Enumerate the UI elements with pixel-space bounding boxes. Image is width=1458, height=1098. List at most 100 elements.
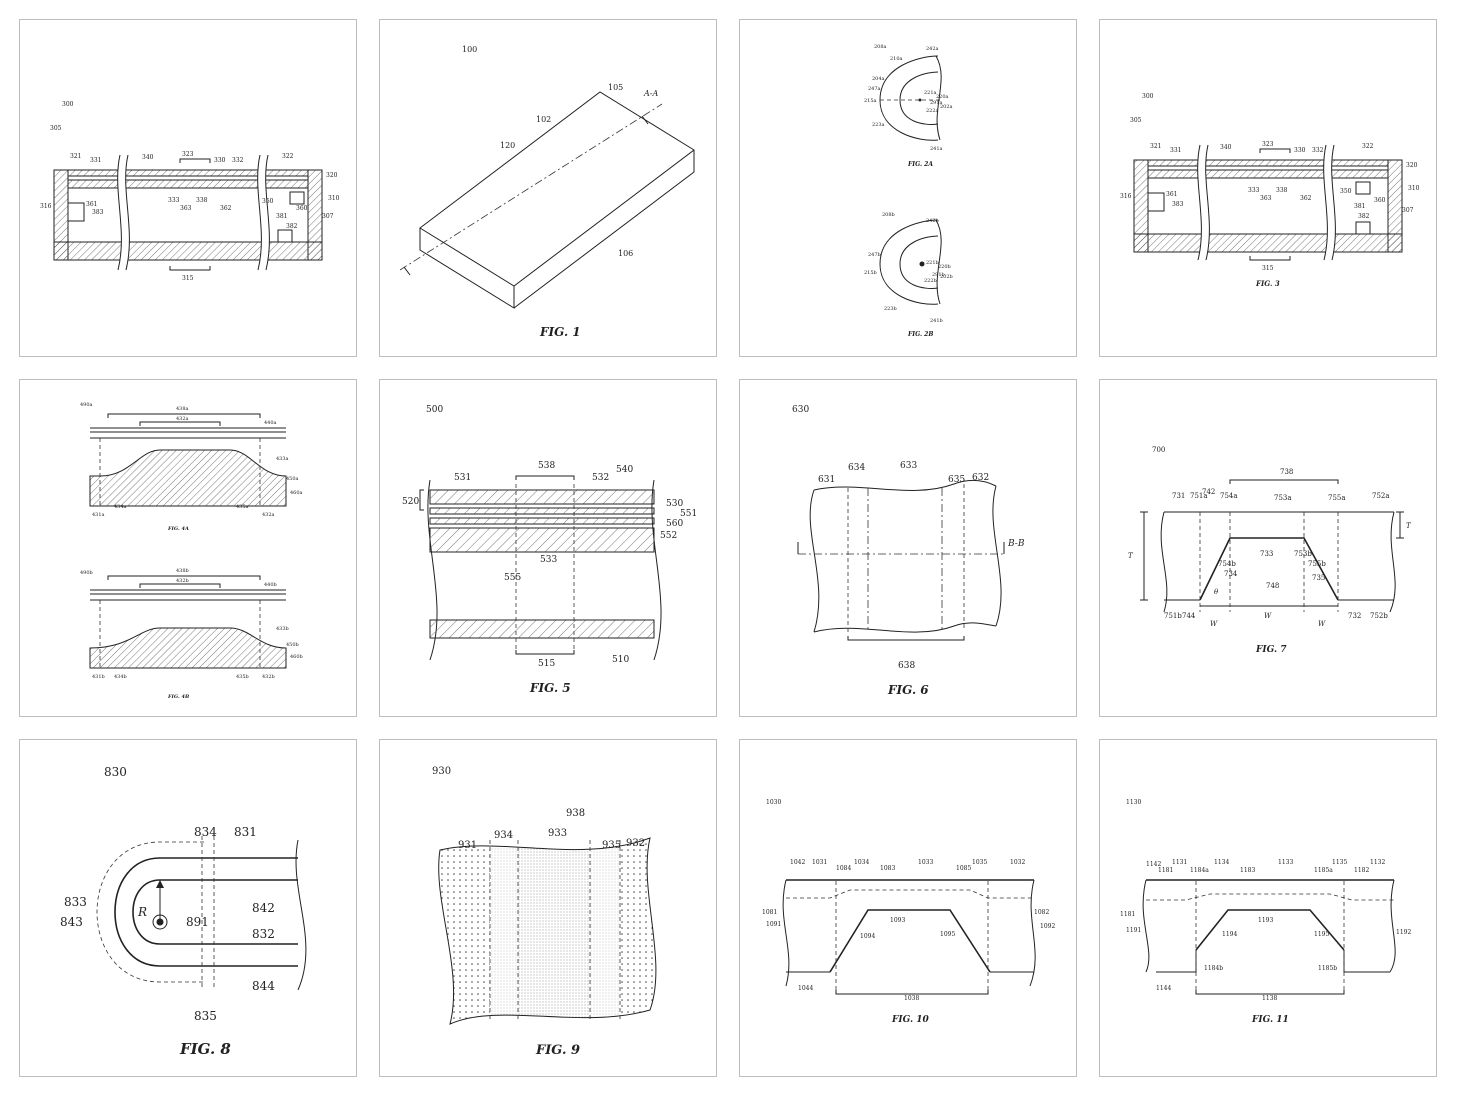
ref-label: 331 (90, 157, 101, 164)
figure-caption: FIG. 5 (529, 681, 571, 695)
ref-label: 1182 (1354, 867, 1369, 874)
ref-label: 331 (1170, 147, 1181, 154)
ref-label: 300 (1142, 93, 1154, 100)
ref-label: 120 (500, 141, 515, 150)
ref-label: 735 (1312, 574, 1325, 582)
figure-tile-fig-11[interactable]: 1130 1142 1131 1181 1184a 1134 1183 1133… (1099, 739, 1437, 1077)
ref-label: 440b (264, 582, 277, 588)
ref-label: 434b (114, 674, 127, 680)
figure-tile-fig-2[interactable]: 208a 210a 242a 204a 247a 215a 223a 241a … (739, 19, 1077, 357)
ref-label: 831 (234, 825, 257, 839)
ref-label: 223a (872, 122, 885, 128)
ref-label: 538 (538, 461, 555, 471)
ref-label: 1185b (1318, 965, 1337, 972)
ref-label: 210a (890, 56, 903, 62)
fig-11-drawing: 1130 1142 1131 1181 1184a 1134 1183 1133… (1120, 799, 1411, 1025)
ref-label: 460a (290, 490, 303, 496)
ref-label: 634 (848, 463, 865, 473)
ref-label: 733 (1260, 550, 1273, 558)
ref-label: 383 (1172, 201, 1184, 208)
ref-label: 732 (1348, 612, 1361, 620)
figure-caption: FIG. 6 (887, 683, 929, 697)
ref-label: 754a (1220, 492, 1238, 500)
ref-label: 323 (1262, 141, 1274, 148)
figure-tile-fig-5[interactable]: 500 531 538 532 540 520 530 551 560 552 … (379, 379, 717, 717)
ref-label: 362 (220, 205, 232, 212)
ref-label: 383 (92, 209, 104, 216)
figure-caption: FIG. 4A (167, 526, 189, 532)
ref-label: T (1128, 552, 1134, 560)
ref-label: 316 (40, 203, 52, 210)
fig-8-drawing: 830 834 831 833 843 842 R 891 832 835 84… (60, 765, 307, 1058)
cross-section-drawing: 300 305 321 331 340 323 330 332 322 320 … (40, 101, 340, 282)
ref-label: 1181 (1120, 911, 1135, 918)
ref-label: A-A (643, 89, 658, 98)
figure-caption: FIG. 10 (891, 1015, 929, 1025)
ref-label: 300 (62, 101, 74, 108)
ref-label: 433b (276, 626, 289, 632)
ref-label: 1083 (880, 865, 895, 872)
ref-label: W (1318, 620, 1326, 628)
figure-tile-fig-4[interactable]: 490a 438a 432a 440a 433a 450a 460a 431a … (19, 379, 357, 717)
figure-tile-fig-7[interactable]: 700 738 731 751a 742 754a 753a 755a 752a… (1099, 379, 1437, 717)
ref-label: 1134 (1214, 859, 1229, 866)
ref-label: 1183 (1240, 867, 1255, 874)
figure-tile-fig-1[interactable]: 100 105 A-A 102 120 106 FIG. 1 (379, 19, 717, 357)
ref-label: 834 (194, 825, 217, 839)
ref-label: 333 (168, 197, 180, 204)
ref-label: 305 (50, 125, 62, 132)
ref-label: 833 (64, 895, 87, 909)
ref-label: 842 (252, 901, 275, 915)
ref-label: 208a (874, 44, 887, 50)
ref-label: 1095 (940, 931, 955, 938)
ref-label: 500 (426, 405, 443, 415)
figure-caption: FIG. 7 (1255, 645, 1287, 655)
ref-label: 338 (1276, 187, 1288, 194)
ref-label: 835 (194, 1009, 217, 1023)
ref-label: 432a (176, 416, 189, 422)
ref-label: 382 (286, 223, 298, 230)
ref-label: 338 (196, 197, 208, 204)
ref-label: 350 (262, 198, 274, 205)
ref-label: 1033 (918, 859, 933, 866)
ref-label: 247b (868, 252, 881, 258)
figure-tile-cross-section[interactable]: 300 305 321 331 340 323 330 332 322 320 … (19, 19, 357, 357)
ref-label: 751b (1164, 612, 1182, 620)
ref-label: 1192 (1396, 929, 1411, 936)
ref-label: 460b (290, 654, 303, 660)
ref-label: 1082 (1034, 909, 1049, 916)
ref-label: 934 (494, 830, 513, 841)
ref-label: 1142 (1146, 861, 1161, 868)
ref-label: 450a (286, 476, 299, 482)
ref-label: 363 (180, 205, 192, 212)
ref-label: 221b (926, 260, 939, 266)
ref-label: 754b (1218, 560, 1236, 568)
figure-tile-fig-3[interactable]: 300 305 321 331 340 323 330 332 322 320 … (1099, 19, 1437, 357)
ref-label: 220b (938, 264, 951, 270)
ref-label: 291a (930, 100, 943, 106)
figure-tile-fig-9[interactable]: 930 938 934 933 931 935 932 FIG. 9 (379, 739, 717, 1077)
ref-label: 320 (1406, 162, 1418, 169)
figure-caption: FIG. 11 (1251, 1015, 1289, 1025)
ref-label: 1144 (1156, 985, 1171, 992)
ref-label: 532 (592, 473, 609, 483)
ref-label: 755b (1308, 560, 1326, 568)
figure-tile-fig-8[interactable]: 830 834 831 833 843 842 R 891 832 835 84… (19, 739, 357, 1077)
ref-label: 832 (252, 927, 275, 941)
ref-label: 333 (1248, 187, 1260, 194)
ref-label: 221a (924, 90, 937, 96)
ref-label: 632 (972, 473, 989, 483)
ref-label: 340 (142, 154, 154, 161)
ref-label: 1030 (766, 799, 781, 806)
ref-label: 322 (282, 153, 294, 160)
ref-label: 1034 (854, 859, 869, 866)
ref-label: 241b (930, 318, 943, 324)
ref-label: 332 (232, 157, 244, 164)
figure-tile-fig-6[interactable]: 630 634 633 631 635 632 B-B 638 FIG. 6 (739, 379, 1077, 717)
ref-label: 100 (462, 45, 477, 54)
ref-label: 630 (792, 405, 809, 415)
ref-label: 1094 (860, 933, 875, 940)
ref-label: 731 (1172, 492, 1185, 500)
figure-tile-fig-10[interactable]: 1030 1042 1031 1084 1034 1083 1033 1085 … (739, 739, 1077, 1077)
